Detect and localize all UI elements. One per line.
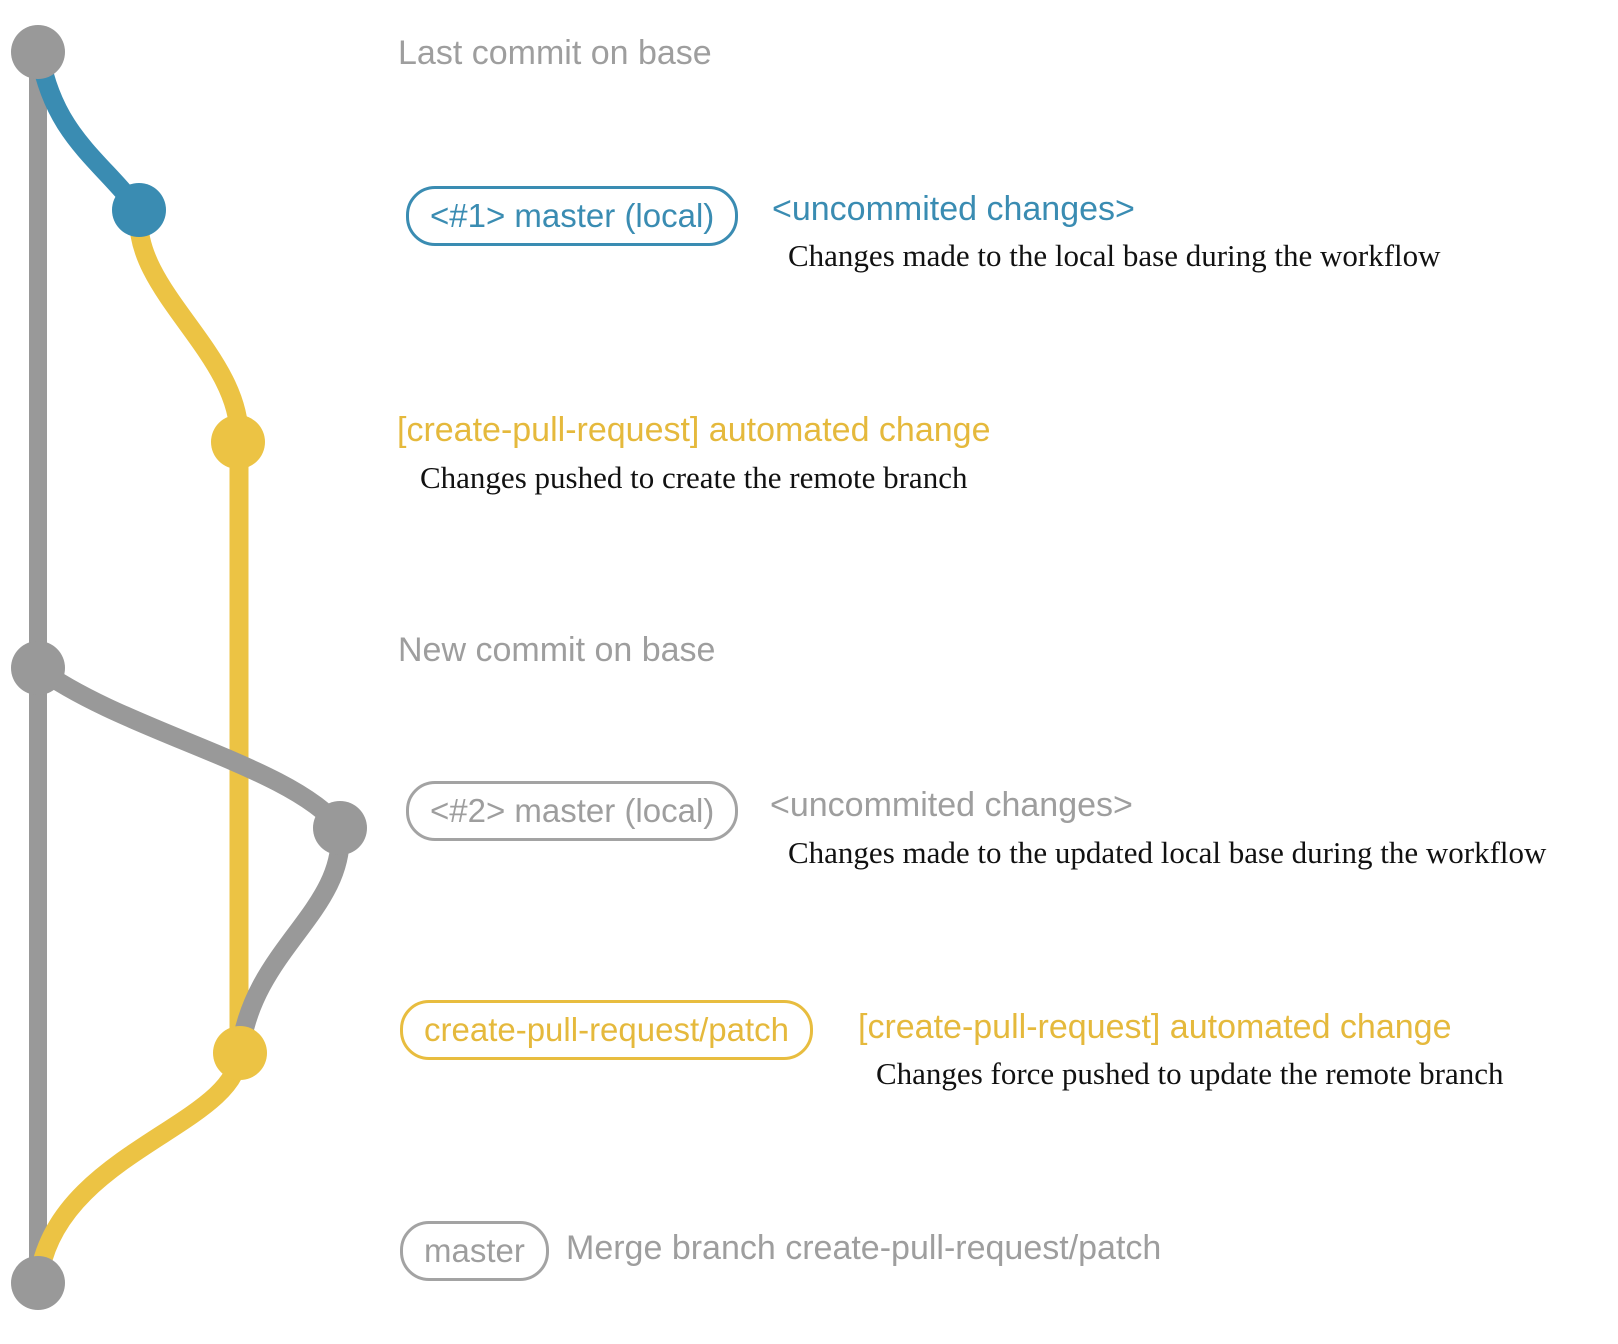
commit-node-local-1 bbox=[112, 183, 166, 237]
automated-change-annotation-2: [create-pull-request] automated change bbox=[858, 1008, 1452, 1046]
branch-pill-master-local-1-label: <#1> master (local) bbox=[430, 197, 715, 234]
commit-node-last-base bbox=[11, 25, 65, 79]
branch-pill-master-local-2-label: <#2> master (local) bbox=[430, 792, 715, 829]
commit-node-patch-2 bbox=[213, 1026, 267, 1080]
branch-pill-master: master bbox=[400, 1221, 549, 1281]
new-commit-label: New commit on base bbox=[398, 631, 716, 669]
local-change-edge bbox=[30, 54, 147, 216]
commit-node-merge bbox=[11, 1256, 65, 1310]
branch-pill-patch-label: create-pull-request/patch bbox=[424, 1011, 790, 1048]
rebase-edge bbox=[32, 660, 350, 1055]
uncommited-changes-annotation-2: <uncommited changes> bbox=[770, 786, 1133, 824]
automated-change-2-description: Changes force pushed to update the remot… bbox=[876, 1056, 1504, 1091]
branch-pill-master-label: master bbox=[424, 1232, 525, 1269]
branch-pill-patch: create-pull-request/patch bbox=[400, 1000, 814, 1060]
uncommited-changes-annotation-1: <uncommited changes> bbox=[772, 190, 1135, 228]
automated-change-1-description: Changes pushed to create the remote bran… bbox=[420, 460, 968, 495]
local-change-1-description: Changes made to the local base during th… bbox=[788, 238, 1441, 273]
commit-node-new-base bbox=[11, 641, 65, 695]
branch-pill-master-local-1: <#1> master (local) bbox=[406, 186, 739, 246]
merge-commit-label: Merge branch create-pull-request/patch bbox=[566, 1229, 1162, 1267]
automated-change-annotation-1: [create-pull-request] automated change bbox=[397, 411, 991, 449]
local-change-2-description: Changes made to the updated local base d… bbox=[788, 835, 1547, 870]
last-commit-label: Last commit on base bbox=[398, 34, 712, 72]
branch-pill-master-local-2: <#2> master (local) bbox=[406, 781, 739, 841]
commit-node-local-2 bbox=[313, 801, 367, 855]
commit-node-patch-1 bbox=[211, 415, 265, 469]
